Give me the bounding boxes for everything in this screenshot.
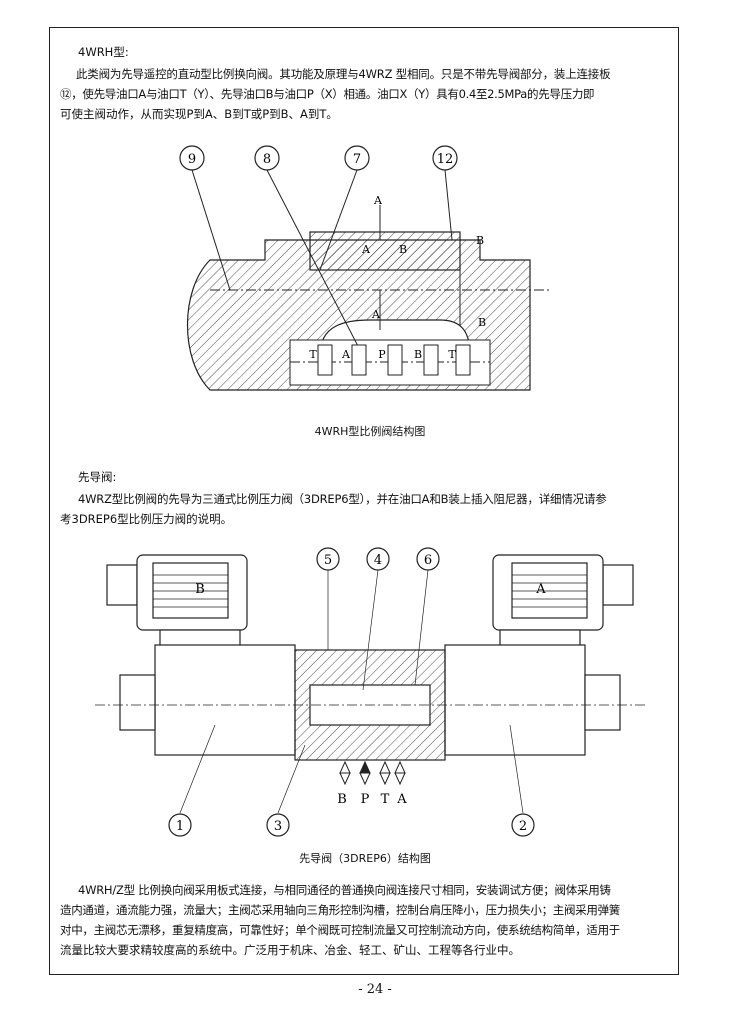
label-b-right: B <box>476 234 484 247</box>
section2-line-1: 4WRZ型比例阀的先导为三通式比例压力阀（3DREP6型），并在油口A和B装上插… <box>78 492 607 506</box>
section3-line-1: 4WRH/Z型 比例换向阀采用板式连接，与相同通径的普通换向阀连接尺寸相同，安装… <box>78 883 611 897</box>
figure2-drawing: 5 4 6 1 3 2 B A B P T A <box>95 547 645 837</box>
figure1-caption: 4WRH型比例阀结构图 <box>314 425 426 438</box>
port-t2: T <box>448 348 456 361</box>
section1-line-2: ⑫，使先导油口A与油口T（Y）、先导油口B与油口P（X）相通。油口X（Y）具有0… <box>60 87 595 101</box>
label-a-mid: A <box>361 243 371 256</box>
callout-2: 2 <box>519 819 527 834</box>
port-b: B <box>414 348 422 361</box>
section3-line-3: 对中，主阀芯无漂移，重复精度高，可靠性好；单个阀既可控制流量又可控制流动方向，使… <box>60 923 620 937</box>
callout-3: 3 <box>274 819 282 834</box>
port-a: A <box>396 792 407 807</box>
page-number: - 24 - <box>358 982 392 997</box>
callout-4: 4 <box>374 553 382 568</box>
callout-12: 12 <box>437 152 454 167</box>
callout-1: 1 <box>176 819 184 834</box>
page-frame <box>49 27 679 975</box>
section3-line-2: 造内通道，通流能力强，流量大；主阀芯采用轴向三角形控制沟槽，控制台肩压降小，压力… <box>60 903 620 917</box>
port-p: P <box>361 792 370 807</box>
callout-8: 8 <box>263 152 271 167</box>
port-b: B <box>337 792 347 807</box>
section1-heading: 4WRH型: <box>78 45 129 59</box>
figure2-caption: 先导阀（3DREP6）结构图 <box>299 852 431 865</box>
port-t1: T <box>309 348 317 361</box>
solenoid-right-label: A <box>535 582 546 597</box>
callout-5: 5 <box>324 553 332 568</box>
section1-line-1: 此类阀为先导遥控的直动型比例换向阀。其功能及原理与4WRZ 型相同。只是不带先导… <box>76 67 611 81</box>
section3-line-4: 流量比较大要求精较度高的系统中。广泛用于机床、冶金、轻工、矿山、工程等各行业中。 <box>60 943 520 957</box>
callout-9: 9 <box>188 152 196 167</box>
section1-line-3: 可使主阀动作，从而实现P到A、B到T或P到B、A到T。 <box>60 107 338 121</box>
label-b-mid: B <box>399 243 407 256</box>
callout-7: 7 <box>353 152 361 167</box>
solenoid-left-label: B <box>195 582 205 597</box>
port-p: P <box>378 348 386 361</box>
label-a-top: A <box>373 194 383 207</box>
section2-heading: 先导阀: <box>78 470 117 484</box>
label-a-low: A <box>371 308 381 321</box>
port-a: A <box>341 348 351 361</box>
section2-line-2: 考3DREP6型比例压力阀的说明。 <box>60 512 233 526</box>
figure1-drawing: 9 8 7 12 A B A B A T A P B T B <box>179 145 550 391</box>
label-b-low: B <box>478 316 486 329</box>
callout-6: 6 <box>424 553 432 568</box>
port-t: T <box>381 792 390 807</box>
